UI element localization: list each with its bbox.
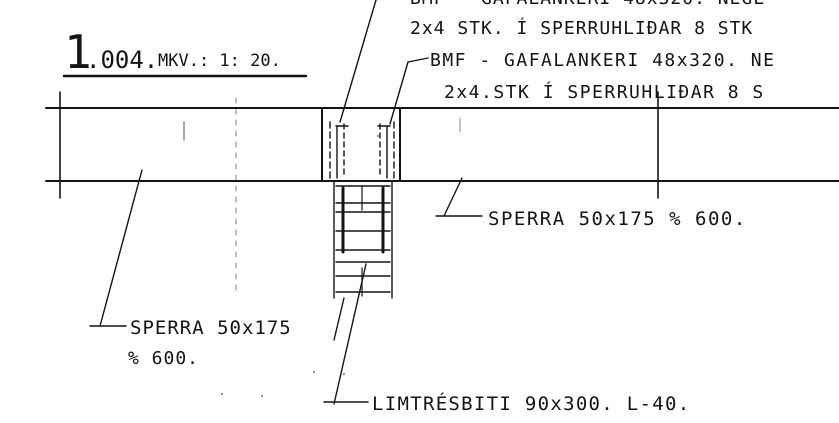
scale-label: MKV.: 1: 20. (158, 51, 281, 71)
annotation-rafter-right: SPERRA 50x175 % 600. (488, 208, 747, 230)
annotation-anchor-2-quantity: 2x4.STK Í SPERRUHLIÐAR 8 S (444, 81, 765, 103)
glulam-beam (333, 180, 393, 299)
detail-number: 1 (64, 25, 92, 79)
scan-specks (221, 135, 379, 397)
annotation-anchor: BMF - GAFALANKERI 48x320. NE (430, 50, 775, 71)
annotation-anchor-quantity: 2x4 STK. Í SPERRUHLIÐAR 8 STK (410, 17, 753, 39)
rafter-band (45, 91, 839, 291)
annotation-top-cut: BMF - GAFALANKERI 48x320. NEGL (410, 0, 765, 9)
hanger-anchor-block (321, 0, 429, 182)
annotation-glulam-beam: LIMTRÉSBITI 90x300. L-40. (372, 392, 690, 415)
annotation-rafter-left-line2: % 600. (128, 348, 199, 369)
detail-number-suffix: .004. (86, 46, 158, 74)
leader-lines (89, 169, 483, 405)
annotation-rafter-left-line1: SPERRA 50x175 (130, 317, 292, 339)
